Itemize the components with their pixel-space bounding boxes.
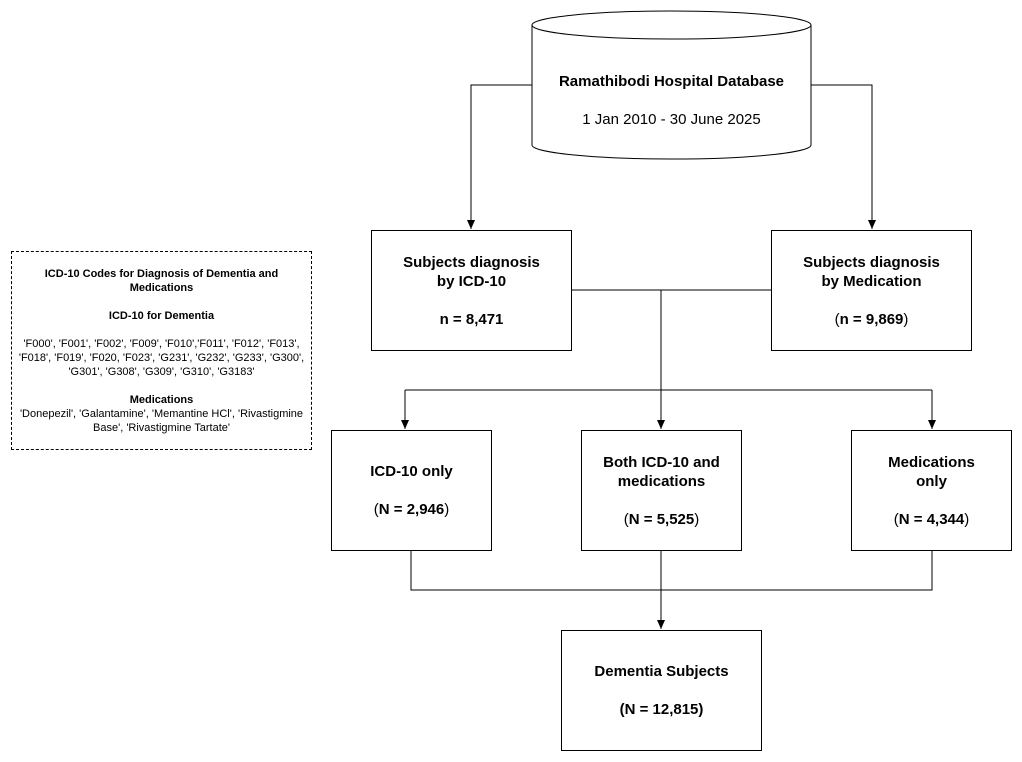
- med-box-line1: Subjects diagnosis: [803, 253, 940, 271]
- both-count: N = 5,525: [628, 510, 695, 528]
- icd-only-label: ICD-10 only: [370, 463, 453, 480]
- med-only-count-line: (N = 4,344): [894, 510, 969, 529]
- merge-connector: [410, 550, 933, 591]
- dementia-subjects-box: Dementia Subjects (N = 12,815): [561, 630, 762, 751]
- icd-diagnosis-box: Subjects diagnosis by ICD-10 n = 8,471: [371, 230, 572, 351]
- paren-close: ): [444, 501, 450, 518]
- paren-open: (: [623, 510, 629, 528]
- icd-only-count-line: (N = 2,946): [374, 500, 449, 519]
- legend-icd-heading: ICD-10 for Dementia: [108, 309, 215, 322]
- paren-open: (: [834, 310, 840, 328]
- paren-close: ): [964, 510, 970, 528]
- med-only-count: N = 4,344: [898, 510, 965, 528]
- both-line2: medications: [617, 472, 706, 490]
- legend-title: ICD-10 Codes for Diagnosis of Dementia a…: [44, 267, 279, 294]
- med-box-count-line: (n = 9,869): [835, 310, 909, 329]
- database-period: 1 Jan 2010 - 30 June 2025: [582, 110, 761, 128]
- dementia-label: Dementia Subjects: [594, 663, 729, 680]
- database-label: Ramathibodi Hospital Database 1 Jan 2010…: [532, 50, 811, 150]
- database-title: Ramathibodi Hospital Database: [558, 72, 785, 90]
- paren-open: (: [893, 510, 899, 528]
- icd-only-count: N = 2,946: [378, 501, 445, 518]
- med-only-line1: Medications: [888, 453, 975, 471]
- db-to-med-arrow: [811, 84, 876, 229]
- both-box: Both ICD-10 and medications (N = 5,525): [581, 430, 742, 551]
- paren-close: ): [903, 310, 909, 328]
- both-count-line: (N = 5,525): [624, 510, 699, 529]
- medication-only-box: Medications only (N = 4,344): [851, 430, 1012, 551]
- paren-close: ): [694, 510, 700, 528]
- med-only-line2: only: [916, 472, 947, 490]
- legend-icd-codes: 'F000', 'F001', 'F002', 'F009', 'F010','…: [18, 337, 305, 378]
- icd-box-line1: Subjects diagnosis: [403, 253, 540, 271]
- dementia-count: (N = 12,815): [619, 701, 704, 718]
- icd-only-box: ICD-10 only (N = 2,946): [331, 430, 492, 551]
- medication-diagnosis-box: Subjects diagnosis by Medication (n = 9,…: [771, 230, 972, 351]
- med-box-count: n = 9,869: [839, 310, 904, 328]
- db-to-icd-arrow: [467, 84, 532, 229]
- icd-box-count: n = 8,471: [439, 310, 504, 328]
- legend-med-heading: Medications: [129, 393, 194, 406]
- med-box-line2: by Medication: [821, 272, 922, 290]
- both-line1: Both ICD-10 and: [603, 453, 720, 471]
- legend-med-list: 'Donepezil', 'Galantamine', 'Memantine H…: [19, 407, 304, 434]
- database-cylinder: [531, 10, 812, 160]
- icd-box-line2: by ICD-10: [436, 272, 507, 290]
- legend-box: ICD-10 Codes for Diagnosis of Dementia a…: [11, 251, 312, 450]
- paren-open: (: [373, 501, 379, 518]
